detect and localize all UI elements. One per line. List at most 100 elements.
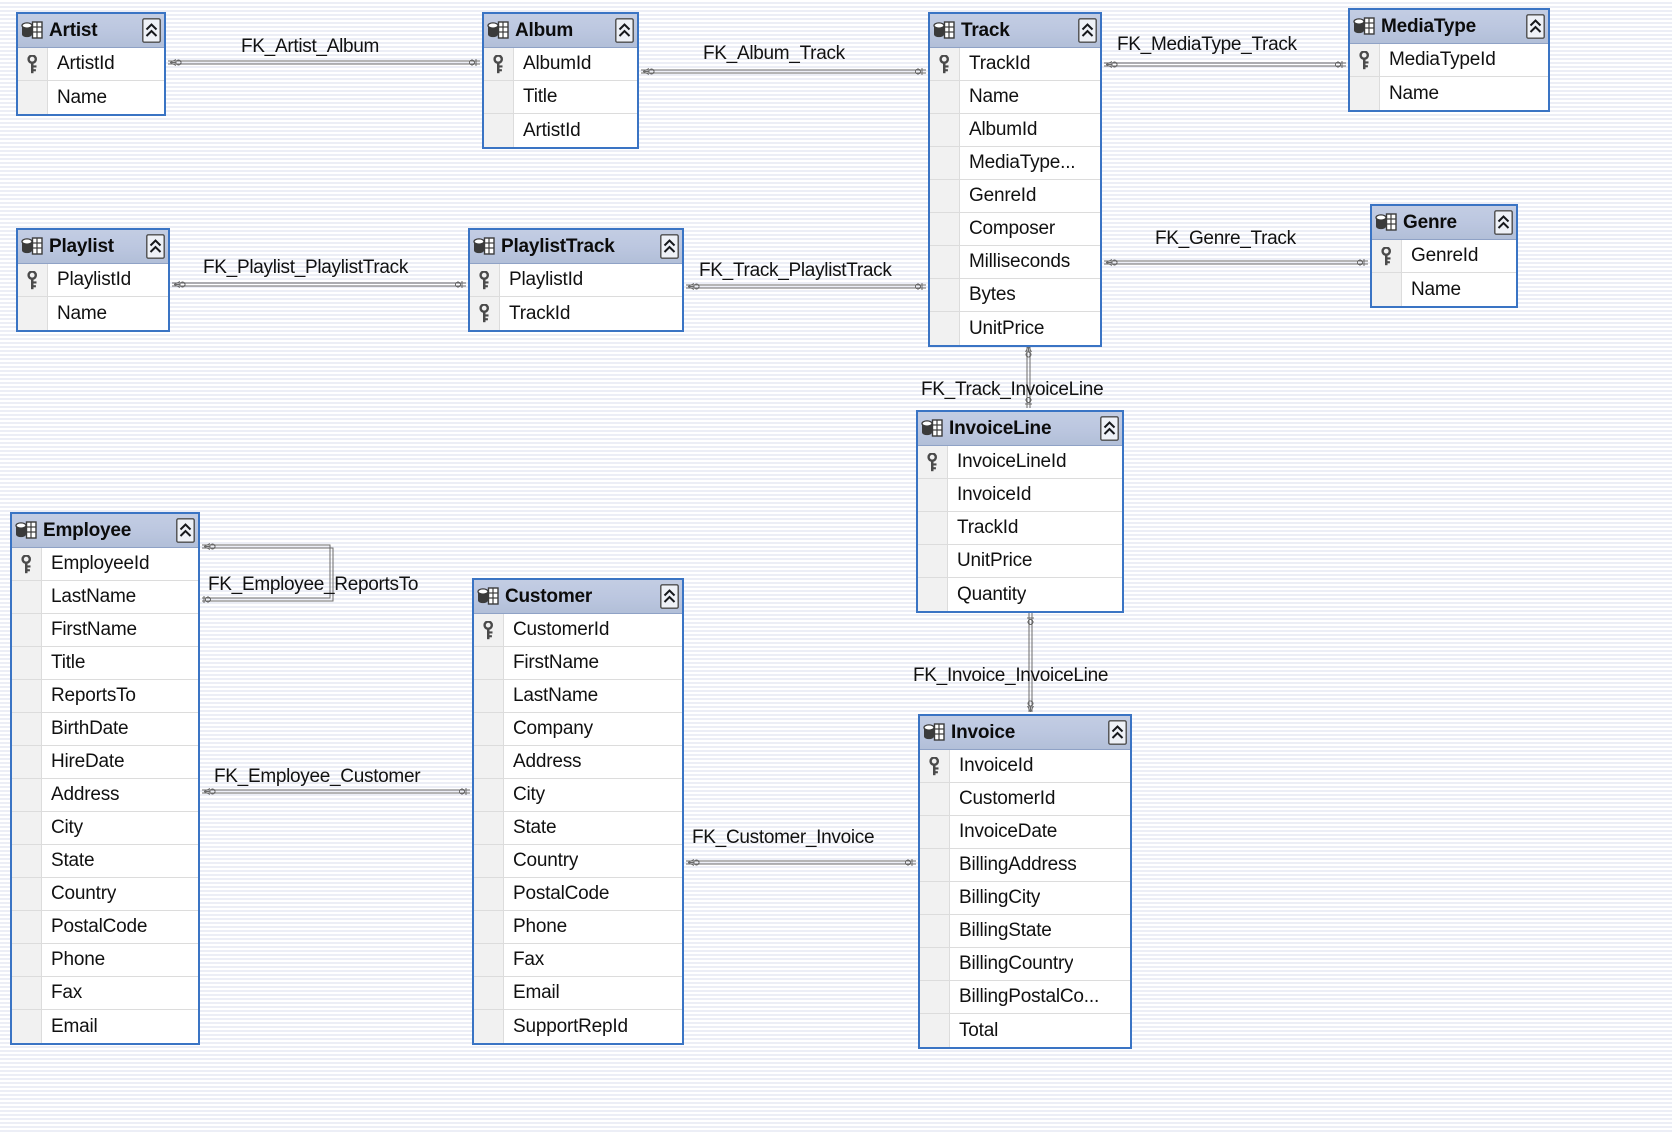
column-row[interactable]: Name (18, 81, 164, 114)
column-row[interactable]: Fax (474, 944, 682, 977)
column-row[interactable]: InvoiceDate (920, 816, 1130, 849)
table-header-mediatype[interactable]: MediaType (1350, 10, 1548, 44)
table-header-employee[interactable]: Employee (12, 514, 198, 548)
column-row[interactable]: GenreId (930, 180, 1100, 213)
chevron-up-double-icon[interactable] (176, 518, 195, 543)
column-row[interactable]: FirstName (12, 614, 198, 647)
column-row[interactable]: ReportsTo (12, 680, 198, 713)
table-header-genre[interactable]: Genre (1372, 206, 1516, 240)
column-row[interactable]: UnitPrice (918, 545, 1122, 578)
column-row[interactable]: Email (12, 1010, 198, 1043)
column-row[interactable]: PlaylistId (470, 264, 682, 297)
chevron-up-double-icon[interactable] (1494, 210, 1513, 235)
chevron-up-double-icon[interactable] (146, 234, 165, 259)
chevron-up-double-icon[interactable] (1108, 720, 1127, 745)
column-row[interactable]: Company (474, 713, 682, 746)
chevron-up-double-icon[interactable] (1100, 416, 1119, 441)
relationship-label-fk-album-track[interactable]: FK_Album_Track (703, 43, 845, 64)
column-row[interactable]: BirthDate (12, 713, 198, 746)
relationship-label-fk-track-playlisttrack[interactable]: FK_Track_PlaylistTrack (699, 260, 892, 281)
column-row[interactable]: Country (474, 845, 682, 878)
chevron-up-double-icon[interactable] (1526, 14, 1545, 39)
column-row[interactable]: AlbumId (484, 48, 637, 81)
column-row[interactable]: BillingPostalCo... (920, 981, 1130, 1014)
relationship-label-fk-genre-track[interactable]: FK_Genre_Track (1155, 228, 1296, 249)
column-row[interactable]: EmployeeId (12, 548, 198, 581)
column-row[interactable]: HireDate (12, 746, 198, 779)
column-row[interactable]: State (12, 845, 198, 878)
table-header-invoice[interactable]: Invoice (920, 716, 1130, 750)
column-row[interactable]: Name (1372, 273, 1516, 306)
table-header-invoiceline[interactable]: InvoiceLine (918, 412, 1122, 446)
column-row[interactable]: FirstName (474, 647, 682, 680)
chevron-up-double-icon[interactable] (1078, 18, 1097, 43)
column-row[interactable]: BillingCity (920, 882, 1130, 915)
column-row[interactable]: BillingState (920, 915, 1130, 948)
column-row[interactable]: Name (1350, 77, 1548, 110)
table-header-album[interactable]: Album (484, 14, 637, 48)
chevron-up-double-icon[interactable] (660, 584, 679, 609)
relationship-label-fk-playlist-playlisttrack[interactable]: FK_Playlist_PlaylistTrack (203, 257, 409, 278)
column-row[interactable]: Milliseconds (930, 246, 1100, 279)
column-row[interactable]: MediaType... (930, 147, 1100, 180)
column-row[interactable]: MediaTypeId (1350, 44, 1548, 77)
column-row[interactable]: LastName (12, 581, 198, 614)
column-row[interactable]: ArtistId (18, 48, 164, 81)
column-row[interactable]: Composer (930, 213, 1100, 246)
relationship-label-fk-employee-customer[interactable]: FK_Employee_Customer (214, 766, 421, 787)
column-row[interactable]: Fax (12, 977, 198, 1010)
table-header-artist[interactable]: Artist (18, 14, 164, 48)
relationship-label-fk-customer-invoice[interactable]: FK_Customer_Invoice (692, 827, 875, 848)
column-row[interactable]: Title (484, 81, 637, 114)
table-header-playlist[interactable]: Playlist (18, 230, 168, 264)
relationship-label-fk-employee-reportsto[interactable]: FK_Employee_ReportsTo (208, 574, 419, 595)
chevron-up-double-icon[interactable] (660, 234, 679, 259)
column-row[interactable]: State (474, 812, 682, 845)
column-row[interactable]: Name (18, 297, 168, 330)
relationship-label-fk-invoice-invoiceline[interactable]: FK_Invoice_InvoiceLine (913, 665, 1109, 686)
table-header-playlisttrack[interactable]: PlaylistTrack (470, 230, 682, 264)
column-row[interactable]: CustomerId (920, 783, 1130, 816)
column-row[interactable]: TrackId (918, 512, 1122, 545)
column-row[interactable]: TrackId (470, 297, 682, 330)
column-row[interactable]: Phone (12, 944, 198, 977)
column-row[interactable]: PostalCode (474, 878, 682, 911)
column-row[interactable]: LastName (474, 680, 682, 713)
column-row[interactable]: GenreId (1372, 240, 1516, 273)
column-row[interactable]: UnitPrice (930, 312, 1100, 345)
column-row[interactable]: TrackId (930, 48, 1100, 81)
column-row[interactable]: Country (12, 878, 198, 911)
chevron-up-double-icon[interactable] (615, 18, 634, 43)
column-row[interactable]: Total (920, 1014, 1130, 1047)
relationship-label-fk-mediatype-track[interactable]: FK_MediaType_Track (1117, 34, 1297, 55)
column-row[interactable]: Bytes (930, 279, 1100, 312)
column-row[interactable]: Address (12, 779, 198, 812)
column-row[interactable]: AlbumId (930, 114, 1100, 147)
column-row[interactable]: SupportRepId (474, 1010, 682, 1043)
column-row[interactable]: Name (930, 81, 1100, 114)
chevron-up-double-icon[interactable] (142, 18, 161, 43)
relationship-label-fk-track-invoiceline[interactable]: FK_Track_InvoiceLine (921, 379, 1104, 400)
relationship-label-fk-artist-album[interactable]: FK_Artist_Album (241, 36, 380, 57)
column-row[interactable]: CustomerId (474, 614, 682, 647)
column-row[interactable]: ArtistId (484, 114, 637, 147)
column-row[interactable]: Address (474, 746, 682, 779)
column-row[interactable]: InvoiceId (920, 750, 1130, 783)
column-row[interactable]: PostalCode (12, 911, 198, 944)
column-row[interactable]: City (474, 779, 682, 812)
column-row[interactable]: PlaylistId (18, 264, 168, 297)
column-row[interactable]: BillingCountry (920, 948, 1130, 981)
column-row[interactable]: BillingAddress (920, 849, 1130, 882)
